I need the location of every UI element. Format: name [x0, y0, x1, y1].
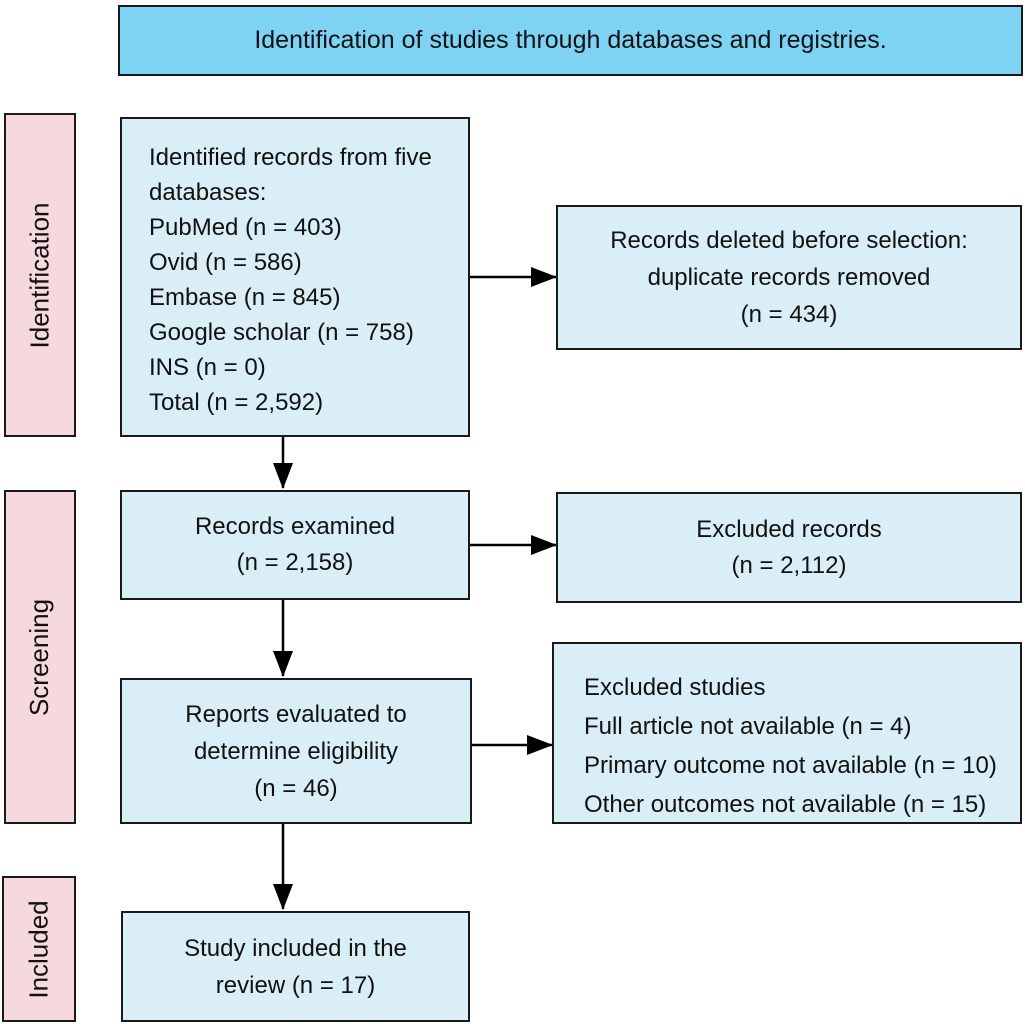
text-line: Embase (n = 845) [149, 284, 341, 311]
text-line: Identified records from five [149, 144, 432, 171]
records-deleted-box: Records deleted before selection: duplic… [556, 205, 1022, 350]
text-line: Excluded studies [584, 674, 766, 701]
text-line: Primary outcome not available (n = 10) [584, 752, 997, 779]
stage-label-screening-text: Screening [24, 598, 55, 716]
stage-label-identification: Identification [4, 113, 76, 437]
excluded-studies-box: Excluded studies Full article not availa… [552, 642, 1022, 824]
text-line: Reports evaluated to [185, 700, 407, 728]
text-line: (n = 434) [740, 301, 838, 328]
text-line: Full article not available (n = 4) [584, 713, 912, 740]
title-text: Identification of studies through databa… [254, 26, 887, 54]
excluded-records-box: Excluded records (n = 2,112) [556, 492, 1022, 603]
stage-label-identification-text: Identification [24, 202, 55, 348]
text-line: review (n = 17) [215, 971, 376, 999]
text-line: Records examined [194, 513, 396, 540]
text-line: Records deleted before selection: [610, 227, 968, 254]
text-line: PubMed (n = 403) [149, 214, 342, 241]
text-line: INS (n = 0) [149, 354, 266, 381]
records-examined-box: Records examined (n = 2,158) [120, 490, 470, 600]
text-line: determine eligibility [193, 737, 399, 765]
text-line: duplicate records removed [647, 264, 931, 291]
text-line: Ovid (n = 586) [149, 249, 302, 276]
text-line: Excluded records [696, 515, 882, 543]
stage-label-included-text: Included [23, 899, 54, 999]
text-line: (n = 2,158) [236, 549, 354, 576]
text-line: (n = 46) [254, 774, 338, 802]
study-included-box: Study included in the review (n = 17) [121, 911, 470, 1022]
identified-records-box: Identified records from five databases: … [120, 117, 470, 437]
text-line: Total (n = 2,592) [149, 389, 324, 416]
stage-label-screening: Screening [4, 490, 76, 824]
text-line: Other outcomes not available (n = 15) [584, 791, 987, 818]
reports-evaluated-box: Reports evaluated to determine eligibili… [120, 678, 472, 824]
text-line: databases: [149, 179, 267, 206]
text-line: (n = 2,112) [731, 551, 847, 579]
text-line: Google scholar (n = 758) [149, 319, 414, 346]
text-line: Study included in the [184, 934, 407, 962]
title-banner: Identification of studies through databa… [118, 5, 1023, 76]
stage-label-included: Included [2, 876, 76, 1022]
